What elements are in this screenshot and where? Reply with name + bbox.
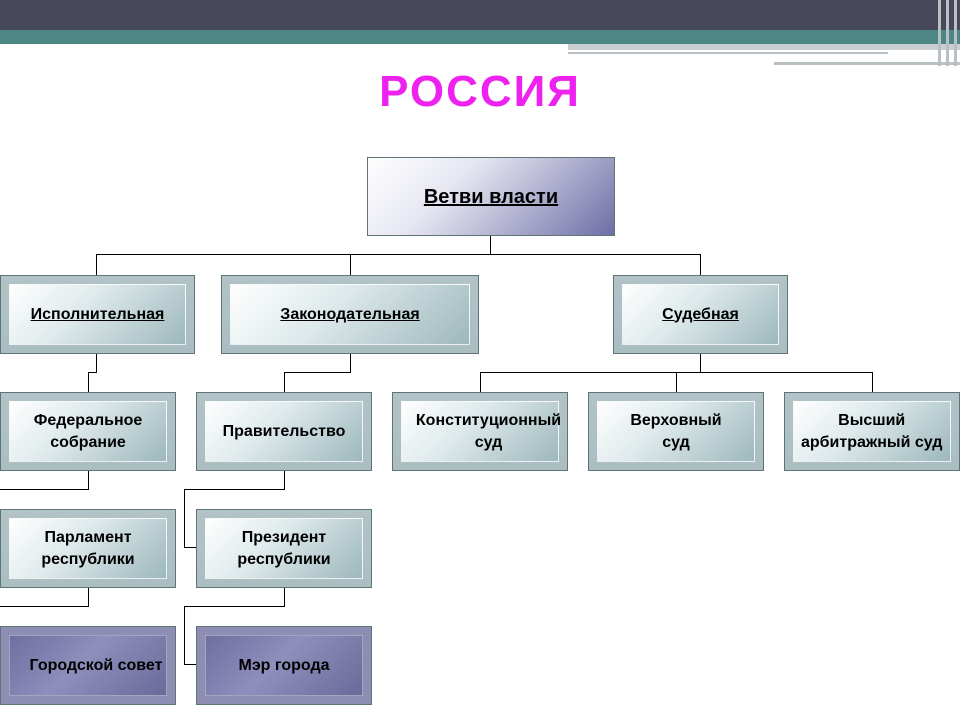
header-line	[774, 62, 960, 65]
connector	[284, 372, 285, 393]
connector	[872, 372, 873, 393]
branch-executive-label: Исполнительная	[30, 305, 165, 323]
connector	[184, 547, 198, 548]
connector	[184, 606, 285, 607]
header-line	[568, 52, 888, 54]
connector	[676, 372, 677, 393]
root-node: Ветви власти	[367, 157, 615, 236]
connector	[184, 606, 185, 665]
page-title: РОССИЯ	[379, 67, 581, 116]
connector	[350, 353, 351, 373]
branch-legislative: Законодательная	[221, 275, 479, 354]
connector	[88, 372, 97, 373]
connector	[96, 254, 97, 275]
connector	[700, 353, 701, 373]
node-mayor: Мэр города	[196, 626, 372, 705]
connector	[480, 372, 481, 393]
connector	[284, 372, 351, 373]
branch-judicial: Судебная	[613, 275, 788, 354]
connector	[88, 470, 89, 490]
header-gap	[0, 44, 568, 50]
header-bar-teal	[0, 30, 960, 44]
node-city-council: Городской совет	[0, 626, 176, 705]
header-bar-grey	[568, 44, 960, 50]
connector	[184, 489, 285, 490]
header-edge-stripe	[938, 0, 941, 66]
node-label: Правительство	[222, 422, 346, 440]
header-edge-stripe	[946, 0, 949, 66]
node-government: Правительство	[196, 392, 372, 471]
branch-judicial-label: Судебная	[662, 305, 739, 323]
connector	[700, 254, 701, 275]
connector	[0, 606, 89, 607]
node-label: Городской совет	[29, 656, 163, 674]
connector	[184, 664, 198, 665]
connector	[184, 489, 185, 548]
connector	[0, 489, 89, 490]
connector	[96, 353, 97, 373]
connector	[284, 470, 285, 490]
branch-legislative-label: Законодательная	[280, 305, 420, 323]
node-label: Мэр города	[238, 656, 330, 674]
branch-executive: Исполнительная	[0, 275, 195, 354]
connector	[88, 372, 89, 393]
connector	[88, 587, 89, 607]
header-bar-dark	[0, 0, 960, 30]
connector	[96, 254, 701, 255]
connector	[350, 254, 351, 275]
header-edge-stripe	[954, 0, 957, 66]
connector	[490, 236, 491, 255]
connector	[284, 587, 285, 607]
root-label: Ветви власти	[423, 185, 559, 208]
